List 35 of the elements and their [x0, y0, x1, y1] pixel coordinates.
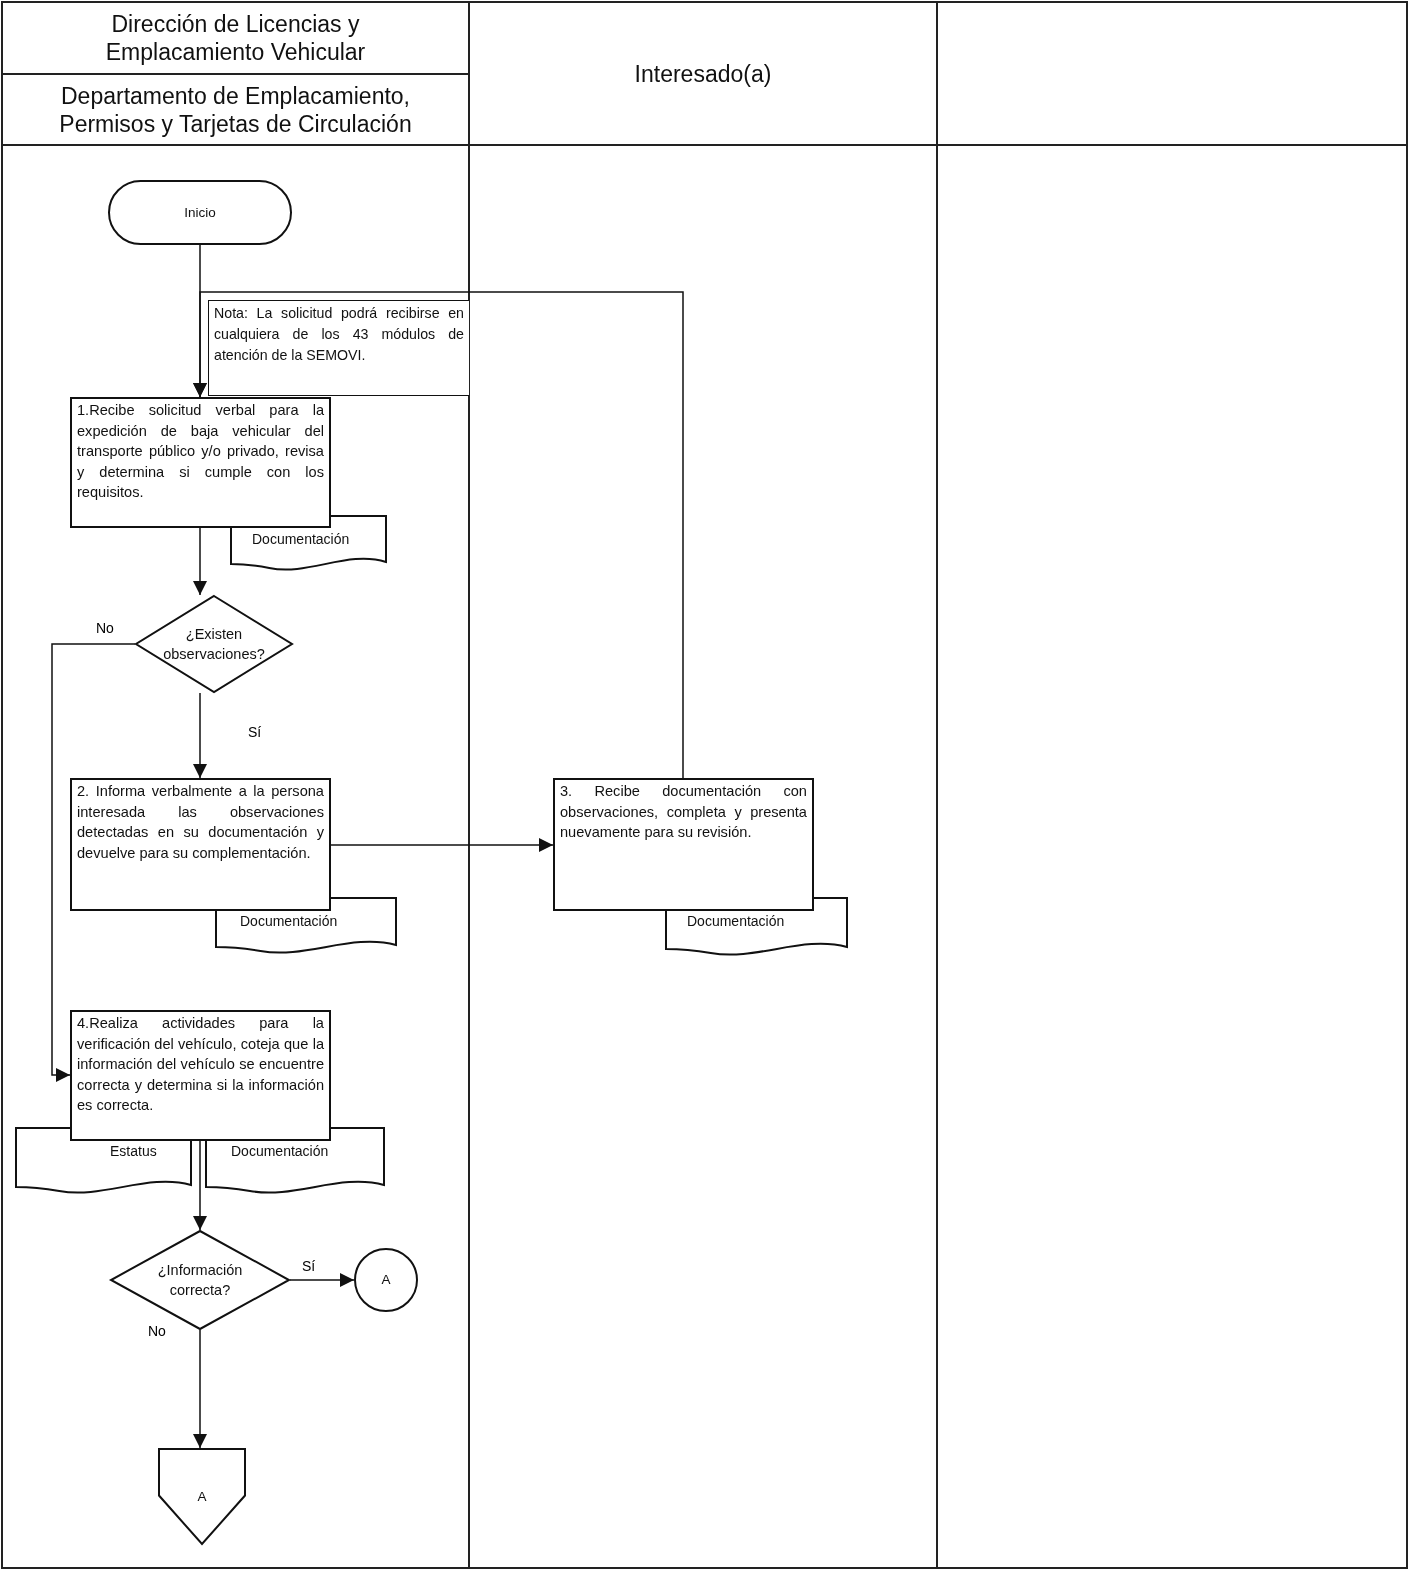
off-page-connector: [158, 1448, 246, 1545]
arrow: [289, 1273, 355, 1287]
arrow: [51, 643, 136, 1082]
document-label: Documentación: [686, 912, 786, 929]
decision-diamond: [135, 595, 293, 693]
node-text: ¿Existen observaciones?: [162, 625, 266, 664]
edge-label: No: [146, 1323, 168, 1339]
node-text: ¿Información correcta?: [156, 1261, 244, 1300]
document-label: Documentación: [239, 912, 339, 929]
node-text: Inicio: [184, 203, 216, 222]
edge-label: Sí: [300, 1258, 318, 1274]
note-box: [208, 300, 469, 396]
arrow: [193, 291, 684, 779]
arrow: [193, 1329, 207, 1449]
connector-circle: [354, 1248, 418, 1312]
start-terminator: [108, 180, 292, 245]
arrow: [193, 527, 207, 596]
node-text: 2. Informa verbalmente a la persona interesada las observaciones detectadas en su documentación y devuelve para su complementación.: [77, 783, 324, 861]
node-text: A: [197, 1487, 207, 1506]
node-text: 1.Recibe solicitud verbal para la expedición de baja vehicular del transporte público y/o privado, revisa y determina si cumple con los requisitos.: [77, 402, 324, 500]
node-text: 4.Realiza actividades para la verificación del vehículo, coteja que la información del vehículo se encuentre correcta y determina si la información es correcta.: [77, 1015, 324, 1113]
node-text: Nota: La solicitud podrá recibirse en cualquiera de los 43 módulos de atención de la SEMOVI.: [214, 305, 464, 363]
document-label: Documentación: [251, 530, 351, 547]
arrow: [330, 838, 554, 852]
lane-title: Interesado(a): [634, 59, 772, 88]
node-text: A: [381, 1271, 391, 1289]
arrow: [193, 692, 207, 779]
document-label: Documentación: [230, 1142, 330, 1159]
document-label: Estatus: [109, 1142, 158, 1159]
node-text: 3. Recibe documentación con observaciones, completa y presenta nuevamente para su revisión.: [560, 783, 807, 840]
edge-label: Sí: [246, 724, 264, 740]
lane-title: Departamento de Emplacamiento, Permisos y Tarjetas de Circulación: [58, 81, 413, 138]
lane-title: Dirección de Licencias y Emplacamiento Vehicular: [104, 10, 367, 66]
edge-label: No: [94, 620, 116, 636]
arrow: [193, 1140, 207, 1231]
